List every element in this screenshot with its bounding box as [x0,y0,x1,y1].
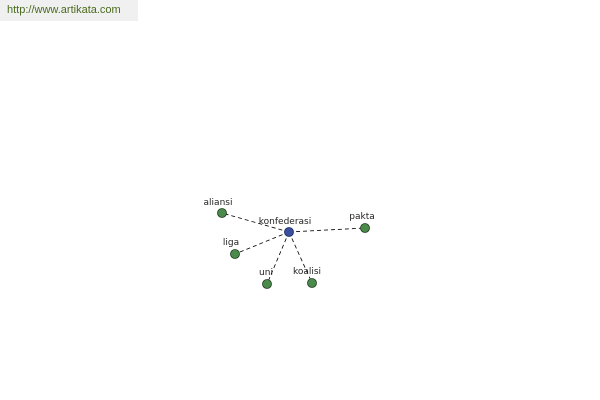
source-url[interactable]: http://www.artikata.com [0,0,138,21]
edge-pakta [288,227,366,233]
edges [221,212,366,285]
source-url-text: http://www.artikata.com [7,4,121,16]
edge-aliansi [221,212,290,233]
node-koalisi[interactable] [307,278,317,288]
node-label-center: konfederasi [259,217,311,227]
node-label-uni: uni [259,268,273,278]
node-label-pakta: pakta [349,212,374,222]
node-center[interactable] [284,227,294,237]
node-pakta[interactable] [360,223,370,233]
edge-liga [234,231,290,255]
node-liga[interactable] [230,249,240,259]
node-label-aliansi: aliansi [204,198,233,208]
node-uni[interactable] [262,279,272,289]
node-label-koalisi: koalisi [293,267,321,277]
node-label-liga: liga [223,238,239,248]
node-aliansi[interactable] [217,208,227,218]
labels: aliansi pakta liga uni koalisi konfederasi [204,198,375,278]
nodes [217,208,370,289]
edge-uni [266,231,290,285]
edge-koalisi [288,231,313,284]
